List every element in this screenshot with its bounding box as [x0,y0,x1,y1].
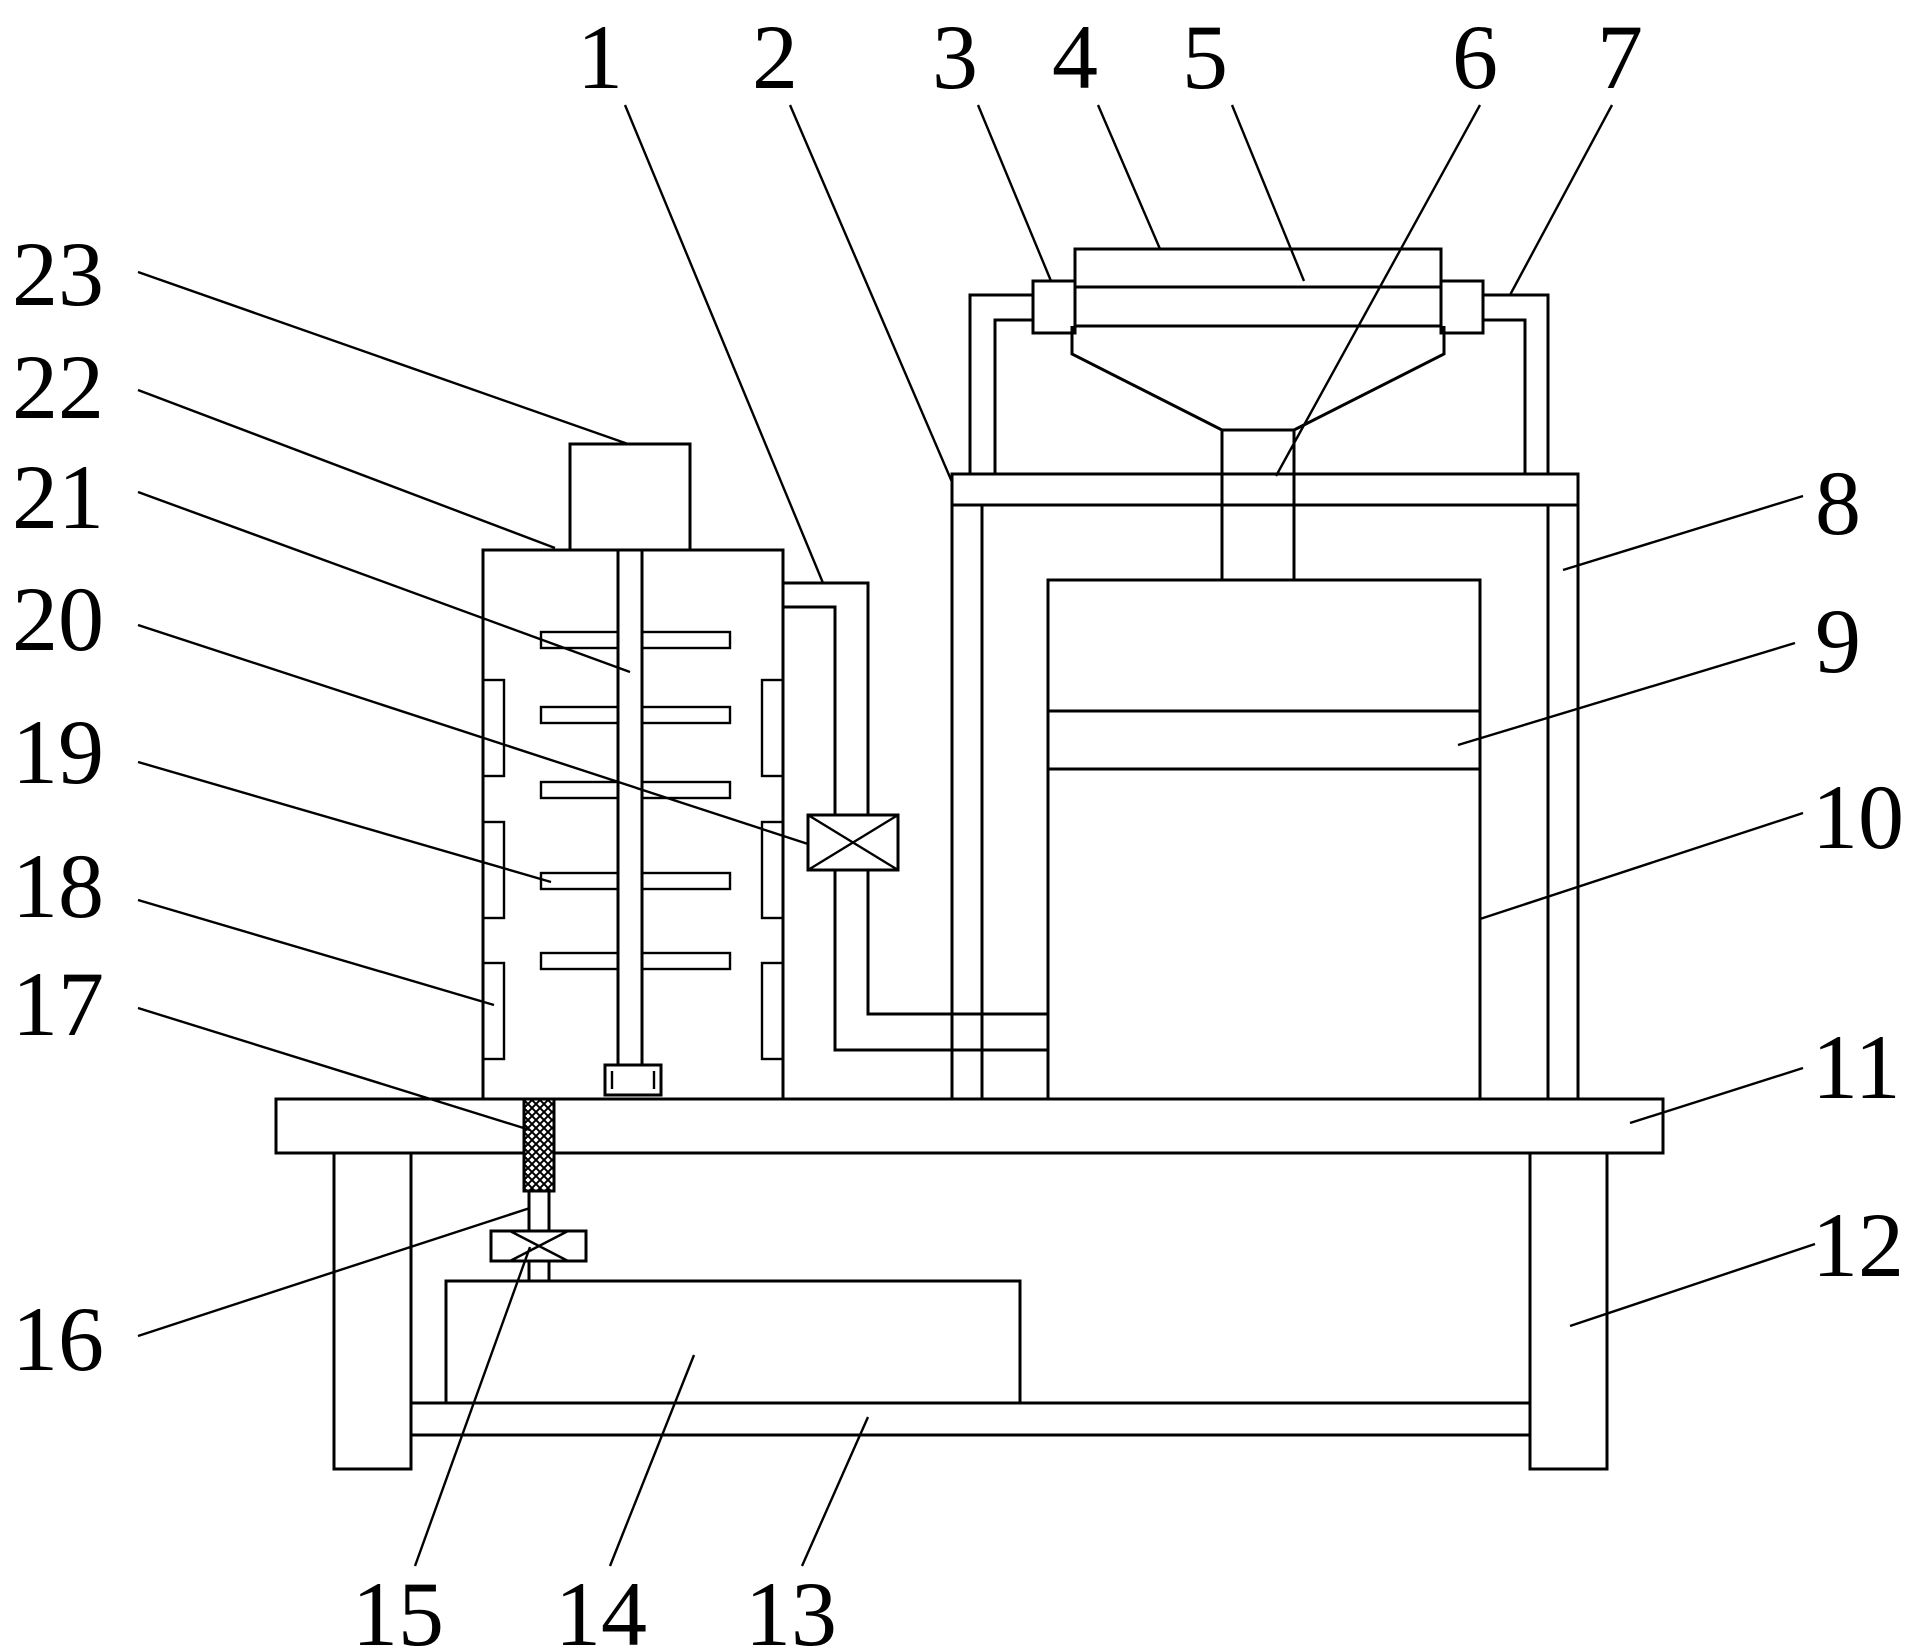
bottom-shelf [409,1401,1532,1437]
frame-right-post [1546,503,1580,1101]
blade [640,630,732,650]
leader-6 [1274,104,1482,477]
label-13: 13 [745,1563,837,1651]
right-bracket-outer [1483,293,1550,474]
wall-plate [481,961,506,1061]
leader-21 [137,490,631,674]
blade [539,871,620,891]
blade [640,705,732,725]
leader-20 [137,623,809,846]
label-14: 14 [555,1563,647,1651]
crusher-housing [1046,578,1482,1101]
roller-support [1073,285,1443,328]
label-12: 12 [1812,1194,1904,1296]
blade [539,630,620,650]
wall-plates [481,678,785,1061]
pipe-valve-cross [807,813,899,872]
discharge-valve [489,1229,588,1263]
label-10: 10 [1812,766,1904,868]
label-22: 22 [12,336,104,438]
label-19: 19 [12,701,104,803]
label-23: 23 [12,223,104,325]
label-17: 17 [12,953,104,1055]
label-18: 18 [12,835,104,937]
frame-top-plate [950,472,1580,507]
leader-9 [1457,641,1796,747]
label-4: 4 [1052,6,1098,108]
leader-lines [137,104,1816,1567]
leader-8 [1562,494,1804,572]
label-16: 16 [12,1288,104,1390]
label-3: 3 [932,6,978,108]
blade [640,780,732,800]
right-bearing-block [1439,279,1485,335]
mixer-motor [568,442,692,552]
connecting-pipe-outer [783,581,1048,1016]
label-5: 5 [1182,6,1228,108]
label-15: 15 [352,1563,444,1651]
blade [539,705,620,725]
roller-drum [1073,247,1443,289]
wall-plate [760,961,785,1061]
blade [640,951,732,971]
leader-17 [137,1006,531,1132]
blade [640,871,732,891]
left-leg [332,1151,413,1471]
label-11: 11 [1812,1016,1901,1118]
left-bearing-block [1031,279,1077,335]
label-20: 20 [12,568,104,670]
leader-7 [1508,104,1614,296]
leader-23 [137,270,629,446]
leader-14 [608,1354,696,1567]
label-21: 21 [12,446,104,548]
left-bracket-outer [968,293,1033,474]
label-6: 6 [1452,6,1498,108]
filter-screen [522,1097,556,1193]
label-7: 7 [1597,6,1643,108]
leader-3 [976,104,1053,282]
right-bracket-inner [1483,318,1527,474]
stirring-shaft [616,548,644,1067]
leader-16 [137,1206,531,1338]
leader-4 [1096,104,1162,250]
wall-plate [760,820,785,920]
leader-22 [137,388,556,550]
feed-hopper [1070,326,1446,432]
wall-plate [481,678,506,778]
leader-10 [1479,811,1804,921]
stirring-blades [539,630,732,971]
part-numbers: 1 2 3 4 5 6 7 8 9 10 11 12 13 14 15 16 1… [12,6,1904,1651]
right-leg [1528,1151,1609,1471]
leader-11 [1629,1066,1804,1125]
frame-left-post [950,503,984,1101]
leader-12 [1569,1242,1816,1328]
leader-15 [413,1246,532,1567]
discharge-pipe [527,1189,551,1233]
left-bracket-inner [993,318,1033,474]
leader-19 [137,760,552,884]
collection-box [444,1279,1022,1405]
table-top [274,1097,1665,1155]
mixing-tank [481,548,785,1101]
discharge-valve-cross [509,1229,569,1263]
connecting-pipe-inner [783,605,1048,1052]
blade [539,780,620,800]
label-8: 8 [1815,452,1861,554]
wall-plate [481,820,506,920]
label-2: 2 [752,6,798,108]
blade [539,951,620,971]
label-1: 1 [577,6,623,108]
leader-18 [137,898,495,1007]
leader-5 [1230,104,1306,282]
leader-2 [788,104,954,483]
wall-plate [760,678,785,778]
label-9: 9 [1815,590,1861,692]
pipe-valve [806,813,900,872]
leader-13 [800,1416,870,1567]
shaft-bearing [603,1063,663,1097]
leader-1 [623,104,825,584]
